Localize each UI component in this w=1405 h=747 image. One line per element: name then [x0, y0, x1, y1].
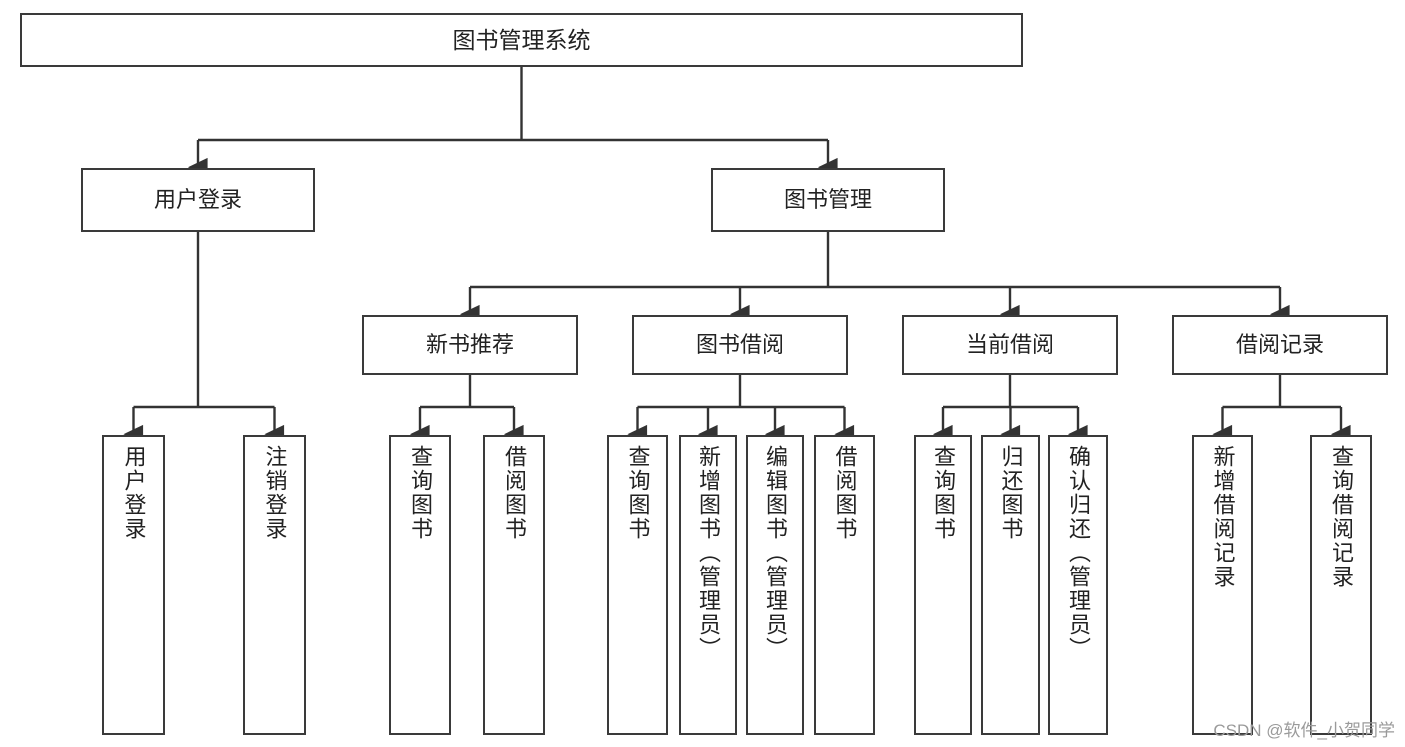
- leaf-add-book[interactable]: 新增图书（管理员）: [679, 435, 737, 735]
- leaf-borrow-book-2[interactable]: 借阅图书: [814, 435, 875, 735]
- leaf-add-borrow-record[interactable]: 新增借阅记录: [1192, 435, 1253, 735]
- csdn-watermark: CSDN @软件_小贺同学: [1213, 721, 1395, 740]
- leaf-query-borrow-record[interactable]: 查询借阅记录: [1310, 435, 1372, 735]
- leaf-edit-book-label: 编辑图书（管理员）: [763, 445, 788, 661]
- node-user-login-label: 用户登录: [153, 186, 242, 212]
- node-root-label: 图书管理系统: [452, 26, 591, 53]
- leaf-query-book-1-label: 查询图书: [408, 445, 433, 541]
- node-borrow-record-label: 借阅记录: [1235, 331, 1324, 357]
- leaf-query-book-3[interactable]: 查询图书: [914, 435, 972, 735]
- node-book-borrow[interactable]: 图书借阅: [632, 315, 848, 375]
- leaf-query-book-2-label: 查询图书: [625, 445, 651, 541]
- leaf-borrow-book-2-label: 借阅图书: [832, 445, 858, 541]
- leaf-borrow-book-1[interactable]: 借阅图书: [483, 435, 545, 735]
- leaf-query-book-1[interactable]: 查询图书: [389, 435, 451, 735]
- node-current-borrow-label: 当前借阅: [965, 331, 1054, 357]
- node-borrow-record[interactable]: 借阅记录: [1172, 315, 1388, 375]
- leaf-add-borrow-record-label: 新增借阅记录: [1210, 445, 1236, 589]
- leaf-query-borrow-record-label: 查询借阅记录: [1329, 445, 1354, 589]
- leaf-logout-label: 注销登录: [262, 445, 288, 541]
- node-book-manage[interactable]: 图书管理: [711, 168, 945, 232]
- leaf-user-login[interactable]: 用户登录: [102, 435, 165, 735]
- leaf-logout[interactable]: 注销登录: [243, 435, 306, 735]
- leaf-user-login-label: 用户登录: [121, 445, 147, 541]
- node-current-borrow[interactable]: 当前借阅: [902, 315, 1118, 375]
- leaf-confirm-return-label: 确认归还（管理员）: [1066, 445, 1091, 661]
- node-new-book-recommend-label: 新书推荐: [425, 331, 514, 357]
- node-book-manage-label: 图书管理: [783, 186, 872, 212]
- leaf-confirm-return[interactable]: 确认归还（管理员）: [1048, 435, 1108, 735]
- node-root[interactable]: 图书管理系统: [20, 13, 1023, 67]
- node-user-login[interactable]: 用户登录: [81, 168, 315, 232]
- leaf-return-book[interactable]: 归还图书: [981, 435, 1040, 735]
- leaf-query-book-3-label: 查询图书: [931, 445, 956, 541]
- leaf-borrow-book-1-label: 借阅图书: [502, 445, 527, 541]
- leaf-add-book-label: 新增图书（管理员）: [696, 445, 721, 661]
- connector-lines: [123, 67, 1351, 444]
- node-book-borrow-label: 图书借阅: [695, 331, 784, 357]
- leaf-return-book-label: 归还图书: [998, 445, 1024, 541]
- leaf-edit-book[interactable]: 编辑图书（管理员）: [746, 435, 804, 735]
- leaf-query-book-2[interactable]: 查询图书: [607, 435, 668, 735]
- node-new-book-recommend[interactable]: 新书推荐: [362, 315, 578, 375]
